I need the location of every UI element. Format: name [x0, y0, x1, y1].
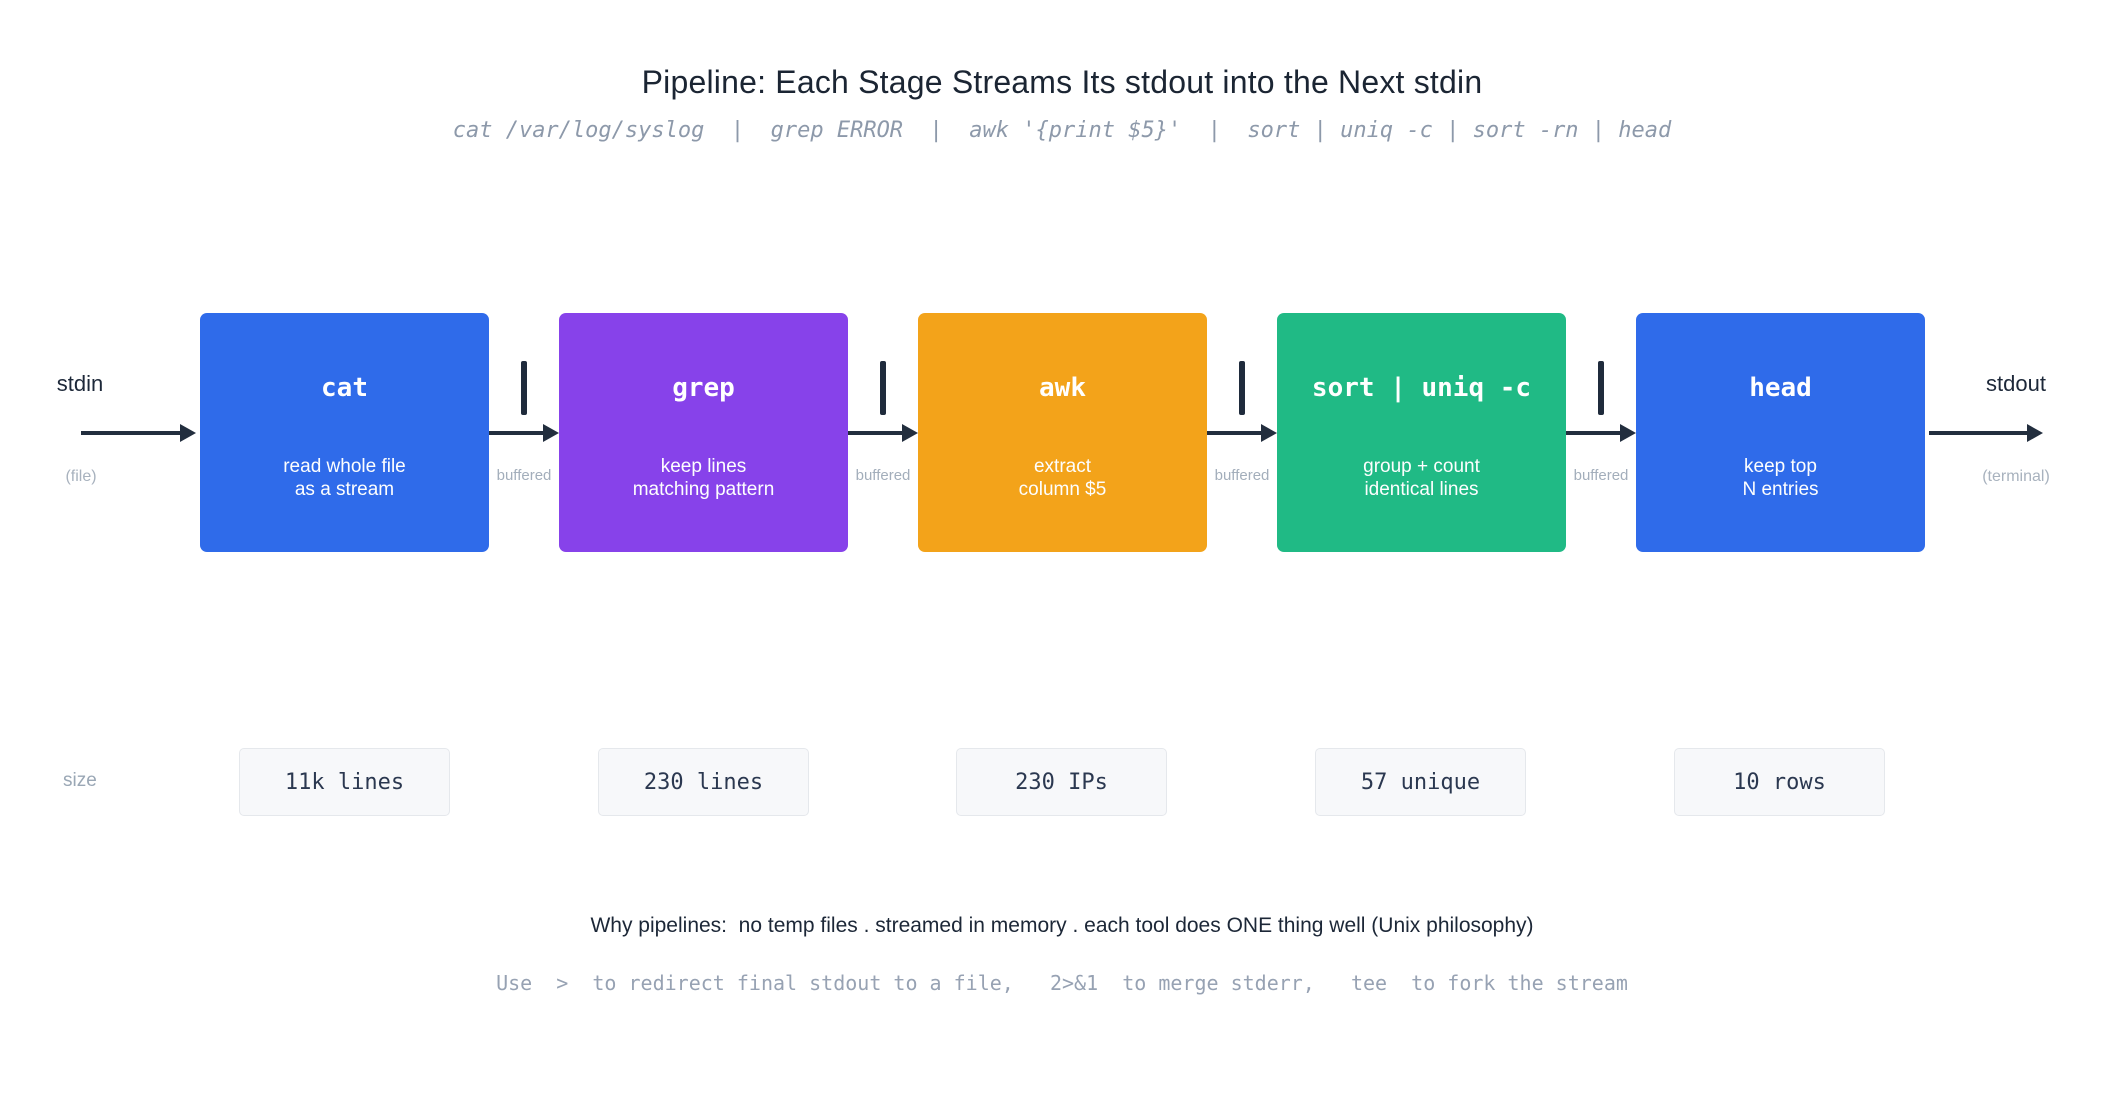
size-badge-sort-uniq: 57 unique	[1315, 748, 1526, 816]
stage-desc-line: read whole file	[283, 456, 406, 477]
stage-desc-line: column $5	[1018, 479, 1107, 500]
stage-title: awk	[1039, 373, 1086, 403]
stage-desc-line: identical lines	[1364, 479, 1479, 500]
redirect-tips-note: Use > to redirect final stdout to a file…	[496, 971, 1628, 995]
stage-desc: extract column $5	[918, 455, 1207, 501]
stage-box-grep: grep keep lines matching pattern	[559, 313, 848, 552]
stage-desc-line: as a stream	[294, 479, 395, 500]
stage-desc-line: N entries	[1742, 479, 1819, 500]
size-badge-awk: 230 IPs	[956, 748, 1167, 816]
pipeline-row: stdin (file) cat read whole file as a st…	[0, 313, 2124, 552]
size-badge-cat: 11k lines	[239, 748, 450, 816]
why-pipelines-note: Why pipelines: no temp files . streamed …	[590, 914, 1534, 937]
stage-box-awk: awk extract column $5	[918, 313, 1207, 552]
buffered-label: buffered	[855, 467, 911, 484]
buffered-label: buffered	[1573, 467, 1629, 484]
stage-title: head	[1749, 373, 1812, 403]
stdin-sublabel: (file)	[65, 468, 97, 485]
command-line: cat /var/log/syslog | grep ERROR | awk '…	[452, 118, 1672, 143]
pipe-connector: buffered	[848, 313, 918, 552]
arrow-right-icon	[1566, 424, 1636, 442]
stdin-label: stdin	[56, 371, 104, 396]
stage-title: cat	[321, 373, 368, 403]
pipe-icon	[1598, 361, 1604, 415]
stage-desc-line: extract	[1033, 456, 1092, 477]
stage-desc-line: matching pattern	[632, 479, 775, 500]
size-badge-grep: 230 lines	[598, 748, 809, 816]
arrow-right-icon	[848, 424, 918, 442]
stage-desc-line: keep top	[1744, 456, 1817, 477]
stage-box-sort-uniq: sort | uniq -c group + count identical l…	[1277, 313, 1566, 552]
stage-desc: group + count identical lines	[1277, 455, 1566, 501]
stage-box-head: head keep top N entries	[1636, 313, 1925, 552]
stage-desc: read whole file as a stream	[200, 455, 489, 501]
pipe-connector: buffered	[489, 313, 559, 552]
arrow-right-icon	[1207, 424, 1277, 442]
stage-desc-line: group + count	[1363, 456, 1480, 477]
stage-box-cat: cat read whole file as a stream	[200, 313, 489, 552]
stdin-endpoint: stdin (file)	[40, 313, 198, 552]
arrow-right-icon	[489, 424, 559, 442]
pipe-icon	[521, 361, 527, 415]
buffered-label: buffered	[1214, 467, 1270, 484]
pipeline-diagram: Pipeline: Each Stage Streams Its stdout …	[0, 62, 2124, 1105]
stage-title: sort | uniq -c	[1311, 373, 1532, 403]
page-title: Pipeline: Each Stage Streams Its stdout …	[641, 64, 1483, 100]
stdout-sublabel: (terminal)	[1982, 468, 2050, 485]
stage-title: grep	[672, 373, 735, 403]
buffered-label: buffered	[496, 467, 552, 484]
stage-desc-line: keep lines	[660, 456, 747, 477]
stdout-label: stdout	[1986, 371, 2046, 396]
size-badge-head: 10 rows	[1674, 748, 1885, 816]
pipe-icon	[1239, 361, 1245, 415]
pipe-connector: buffered	[1566, 313, 1636, 552]
arrow-right-icon	[81, 424, 196, 442]
stage-desc: keep lines matching pattern	[559, 455, 848, 501]
size-row: size 11k lines 230 lines 230 IPs 57 uniq…	[0, 748, 2124, 816]
arrow-right-icon	[1929, 424, 2043, 442]
pipe-connector: buffered	[1207, 313, 1277, 552]
size-row-label: size	[63, 770, 97, 791]
stdout-endpoint: stdout (terminal)	[1925, 313, 2101, 552]
stage-desc: keep top N entries	[1636, 455, 1925, 501]
pipe-icon	[880, 361, 886, 415]
